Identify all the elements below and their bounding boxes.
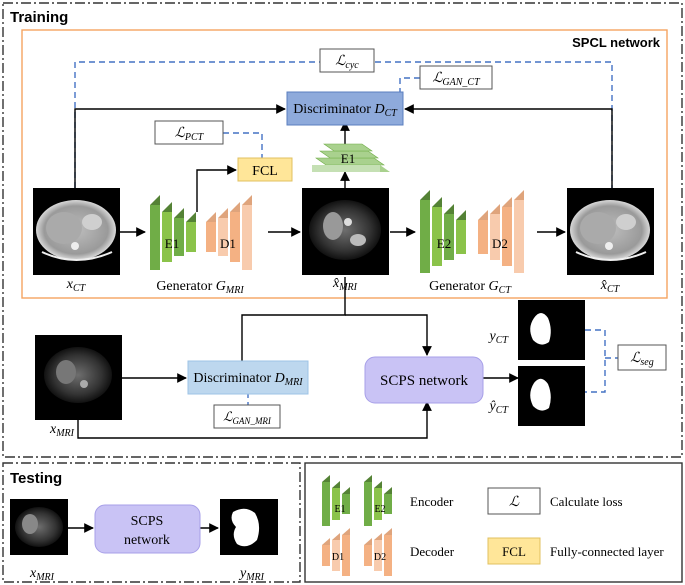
legend-fcl-box [487, 537, 541, 565]
loss-gan-ct-box [419, 65, 493, 90]
loss-pct: ℒPCT [175, 126, 205, 143]
legend-loss-symbol: ℒ [509, 495, 520, 510]
spcl-title: SPCL network [572, 35, 661, 50]
loss-gan-mri-box [213, 404, 281, 429]
testing-title: Testing [10, 470, 62, 487]
generator-mri-decoder [206, 195, 252, 270]
e2-label: E2 [437, 236, 451, 251]
test-scps-network-block [94, 504, 201, 554]
legend-loss-box [487, 487, 541, 515]
generator-ct-encoder [420, 190, 466, 273]
test-seg-output [220, 499, 278, 555]
xhat-ct-label: x̂CT [600, 278, 621, 295]
test-mri-image [10, 499, 68, 555]
legend-fcl: FCL [502, 544, 526, 559]
xhat-mri-label: x̂MRI [332, 276, 358, 293]
loss-cyc-box [319, 48, 375, 73]
legend-frame [304, 462, 683, 583]
fcl-label: FCL [252, 164, 278, 179]
e1-top-label: E1 [341, 151, 355, 166]
legend-e1: E1 [334, 504, 345, 515]
ct-seg-ground-truth [518, 300, 585, 360]
discriminator-ct-label: Discriminator DCT [293, 102, 398, 119]
test-scps-line1: SCPS [131, 514, 164, 529]
loss-gan-ct: ℒGAN_CT [432, 71, 481, 88]
discriminator-ct [286, 91, 404, 126]
loss-gan-mri: ℒGAN_MRI [223, 409, 272, 426]
discriminator-mri [187, 360, 309, 395]
x-mri-label: xMRI [49, 422, 75, 439]
e1-label: E1 [165, 236, 179, 251]
generator-ct-decoder [478, 190, 524, 273]
legend-decoder-icon [322, 528, 392, 576]
legend-fully-connected: Fully-connected layer [550, 544, 664, 559]
loss-seg-box [617, 344, 667, 371]
y-ct-label: yCT [488, 329, 510, 346]
test-x-mri-label: xMRI [29, 566, 55, 583]
legend-d1: D1 [332, 552, 344, 563]
x-ct-label: xCT [66, 277, 87, 294]
testing-frame [2, 462, 301, 583]
e1-top-encoder [312, 143, 390, 172]
loss-seg: ℒseg [630, 351, 653, 368]
d1-label: D1 [220, 236, 236, 251]
generator-mri-encoder [150, 195, 196, 270]
d2-label: D2 [492, 236, 508, 251]
generator-ct-label: Generator GCT [429, 279, 512, 296]
yhat-ct-label: ŷCT [488, 399, 510, 416]
generator-mri-label: Generator GMRI [156, 279, 244, 296]
legend-encoder-icon [322, 475, 392, 526]
legend-d2: D2 [374, 552, 386, 563]
fcl-block [237, 157, 293, 182]
training-title: Training [10, 9, 68, 26]
scps-network-label: SCPS network [380, 373, 468, 389]
scps-network-block [364, 356, 484, 404]
ct-image-input [33, 188, 120, 275]
loss-cyc: ℒcyc [335, 54, 359, 71]
test-scps-line2: network [124, 533, 170, 548]
loss-pct-box [154, 120, 224, 145]
ct-seg-prediction [518, 366, 585, 426]
test-y-mri-label: yMRI [238, 566, 265, 583]
mri-image-input [35, 335, 122, 420]
legend-calculate-loss: Calculate loss [550, 494, 623, 509]
legend-encoder-label: Encoder [410, 494, 454, 509]
flow-arrows [68, 104, 613, 533]
legend-decoder-label: Decoder [410, 544, 455, 559]
mri-image-generated [302, 188, 389, 275]
discriminator-mri-label: Discriminator DMRI [193, 371, 303, 388]
training-frame [2, 2, 683, 458]
ct-image-reconstructed [567, 188, 654, 275]
legend-e2: E2 [374, 504, 385, 515]
